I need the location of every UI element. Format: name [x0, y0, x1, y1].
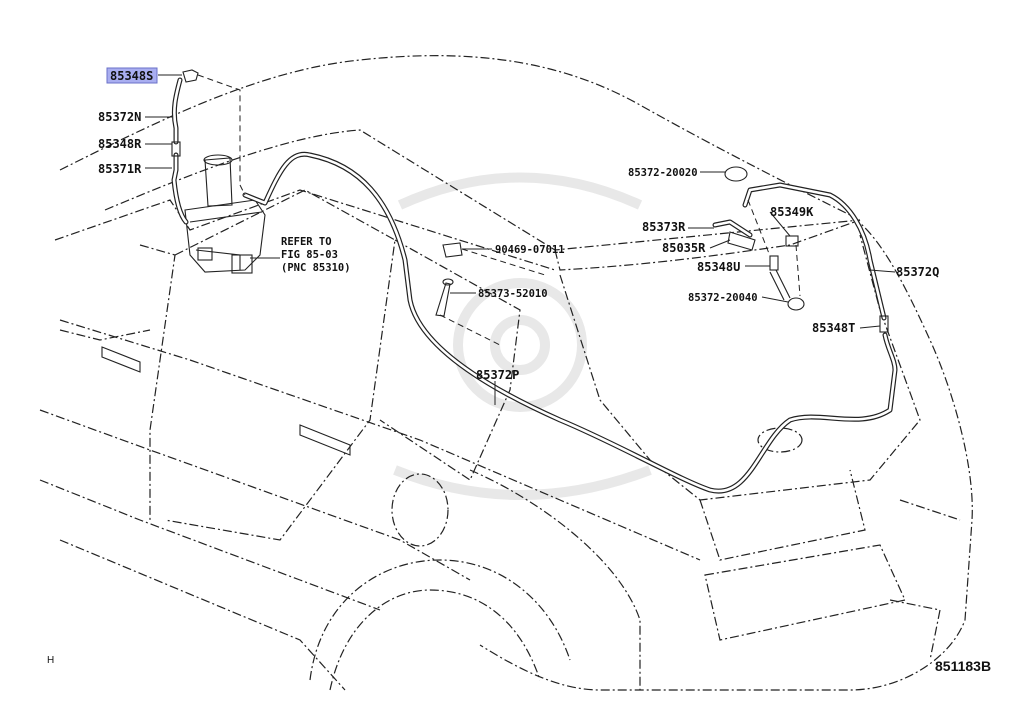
corner-mark: H — [47, 655, 54, 666]
refer-note-line-2: FIG 85-03 — [281, 249, 338, 261]
callout-90469-07011[interactable]: 90469-07011 — [495, 244, 565, 256]
callout-85372n[interactable]: 85372N — [98, 110, 141, 124]
callout-85373-52010[interactable]: 85373-52010 — [478, 288, 548, 300]
callout-85348s[interactable]: 85348S — [110, 69, 153, 83]
refer-note-line-1: REFER TO — [281, 236, 332, 248]
vehicle-body-outline — [39, 55, 973, 691]
selected-part-highlight — [106, 67, 158, 84]
callout-85348t[interactable]: 85348T — [812, 321, 855, 335]
callout-85035r[interactable]: 85035R — [662, 241, 706, 255]
callout-85372-20040[interactable]: 85372-20040 — [688, 292, 758, 304]
leader-lines — [145, 74, 896, 405]
reference-lines — [197, 74, 801, 346]
callout-85348r[interactable]: 85348R — [98, 137, 142, 151]
callout-85372p[interactable]: 85372P — [476, 368, 519, 382]
door-handles — [101, 346, 351, 456]
callout-85372q[interactable]: 85372Q — [896, 265, 939, 279]
callout-85348u[interactable]: 85348U — [697, 260, 740, 274]
refer-note-line-3: (PNC 85310) — [281, 262, 351, 274]
callout-85373r[interactable]: 85373R — [642, 220, 686, 234]
watermark-emblem — [393, 172, 652, 500]
callout-85371r[interactable]: 85371R — [98, 162, 142, 176]
washer-tank — [184, 154, 266, 274]
washer-hoses — [171, 77, 898, 494]
callout-85372-20020[interactable]: 85372-20020 — [628, 167, 698, 179]
figure-code: 851183B — [935, 658, 991, 674]
callout-85349k[interactable]: 85349K — [770, 205, 814, 219]
